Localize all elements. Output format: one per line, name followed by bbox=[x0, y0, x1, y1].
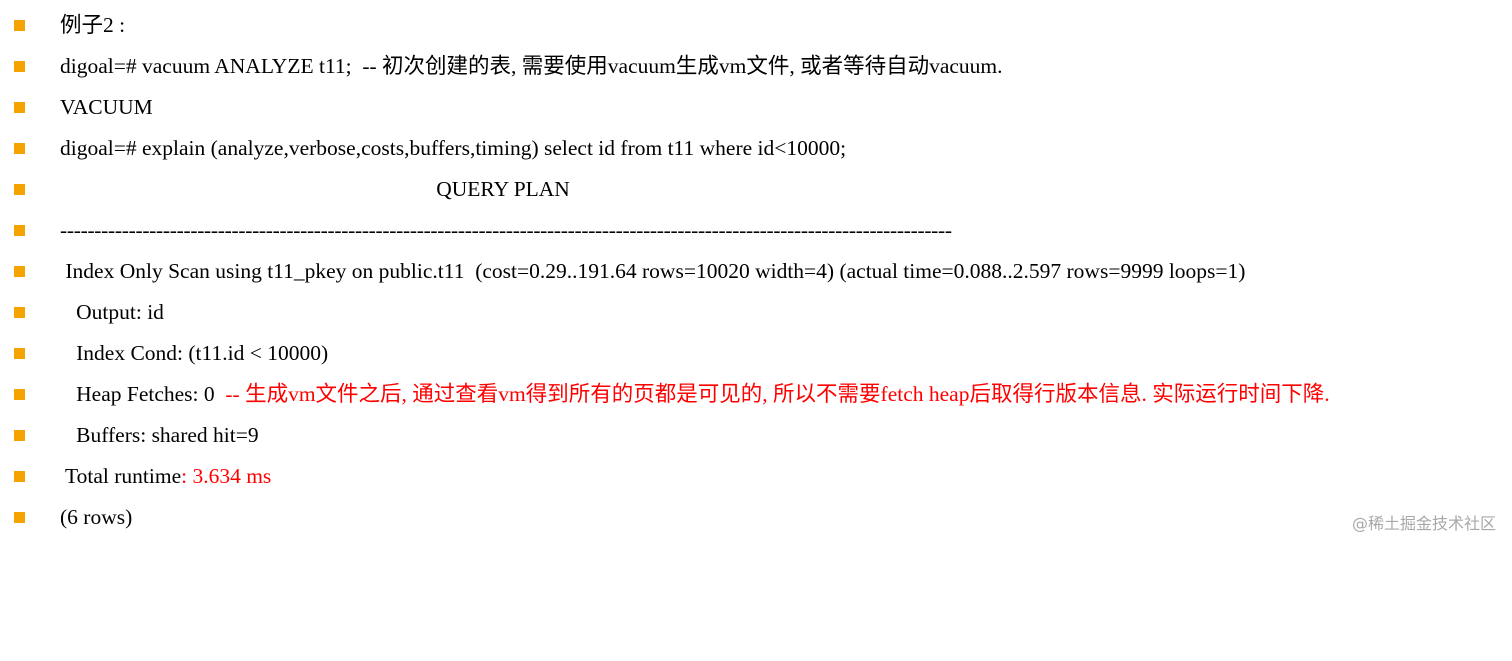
square-bullet-icon bbox=[14, 307, 25, 318]
code-line: Index Only Scan using t11_pkey on public… bbox=[0, 251, 1512, 292]
query-plan-header: QUERY PLAN bbox=[60, 177, 570, 201]
line-text: VACUUM bbox=[60, 95, 153, 119]
square-bullet-icon bbox=[14, 143, 25, 154]
slide-content: 例子2 : digoal=# vacuum ANALYZE t11; -- 初次… bbox=[0, 5, 1512, 538]
code-line: Index Cond: (t11.id < 10000) bbox=[0, 333, 1512, 374]
square-bullet-icon bbox=[14, 266, 25, 277]
line-text: Index Only Scan using t11_pkey on public… bbox=[60, 259, 1246, 283]
square-bullet-icon bbox=[14, 389, 25, 400]
square-bullet-icon bbox=[14, 512, 25, 523]
square-bullet-icon bbox=[14, 102, 25, 113]
square-bullet-icon bbox=[14, 471, 25, 482]
code-line: digoal=# explain (analyze,verbose,costs,… bbox=[0, 128, 1512, 169]
square-bullet-icon bbox=[14, 61, 25, 72]
line-text: Output: id bbox=[60, 300, 164, 324]
code-line: (6 rows) bbox=[0, 497, 1512, 538]
line-text: Buffers: shared hit=9 bbox=[60, 423, 259, 447]
line-text: Heap Fetches: 0 -- 生成vm文件之后, 通过查看vm得到所有的… bbox=[60, 374, 1330, 415]
line-text: Total runtime: 3.634 ms bbox=[60, 456, 271, 497]
square-bullet-icon bbox=[14, 430, 25, 441]
line-text: 例子2 : bbox=[60, 13, 126, 37]
line-text: digoal=# explain (analyze,verbose,costs,… bbox=[60, 136, 847, 160]
code-line: ----------------------------------------… bbox=[0, 210, 1512, 251]
code-line: Output: id bbox=[0, 292, 1512, 333]
separator-line: ----------------------------------------… bbox=[60, 218, 952, 242]
total-runtime-label: Total runtime bbox=[60, 464, 182, 488]
comment-text: -- 生成vm文件之后, 通过查看vm得到所有的页都是可见的, 所以不需要fet… bbox=[225, 382, 1330, 406]
code-line: QUERY PLAN bbox=[0, 169, 1512, 210]
watermark: @稀土掘金技术社区 bbox=[1351, 514, 1496, 533]
line-text: digoal=# vacuum ANALYZE t11; -- 初次创建的表, … bbox=[60, 54, 1003, 78]
line-text: Index Cond: (t11.id < 10000) bbox=[60, 341, 329, 365]
code-line: 例子2 : bbox=[0, 5, 1512, 46]
square-bullet-icon bbox=[14, 20, 25, 31]
heap-fetches-text: Heap Fetches: 0 bbox=[60, 382, 226, 406]
square-bullet-icon bbox=[14, 225, 25, 236]
total-runtime-value: : 3.634 ms bbox=[181, 464, 272, 488]
code-line: Buffers: shared hit=9 bbox=[0, 415, 1512, 456]
code-line: digoal=# vacuum ANALYZE t11; -- 初次创建的表, … bbox=[0, 46, 1512, 87]
square-bullet-icon bbox=[14, 184, 25, 195]
code-line: Heap Fetches: 0 -- 生成vm文件之后, 通过查看vm得到所有的… bbox=[0, 374, 1512, 415]
square-bullet-icon bbox=[14, 348, 25, 359]
code-line: VACUUM bbox=[0, 87, 1512, 128]
line-text: (6 rows) bbox=[60, 505, 133, 529]
code-line: Total runtime: 3.634 ms bbox=[0, 456, 1512, 497]
